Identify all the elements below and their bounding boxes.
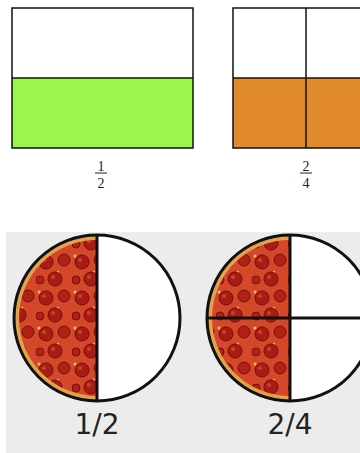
fraction-label: 1/2 xyxy=(74,411,119,439)
fraction-numerator: 1 xyxy=(98,160,105,174)
fraction-label: 2/4 xyxy=(267,411,312,439)
fraction-denominator: 2 xyxy=(98,177,105,191)
fraction-numerator: 2 xyxy=(303,160,310,174)
fraction-denominator: 4 xyxy=(303,177,310,191)
